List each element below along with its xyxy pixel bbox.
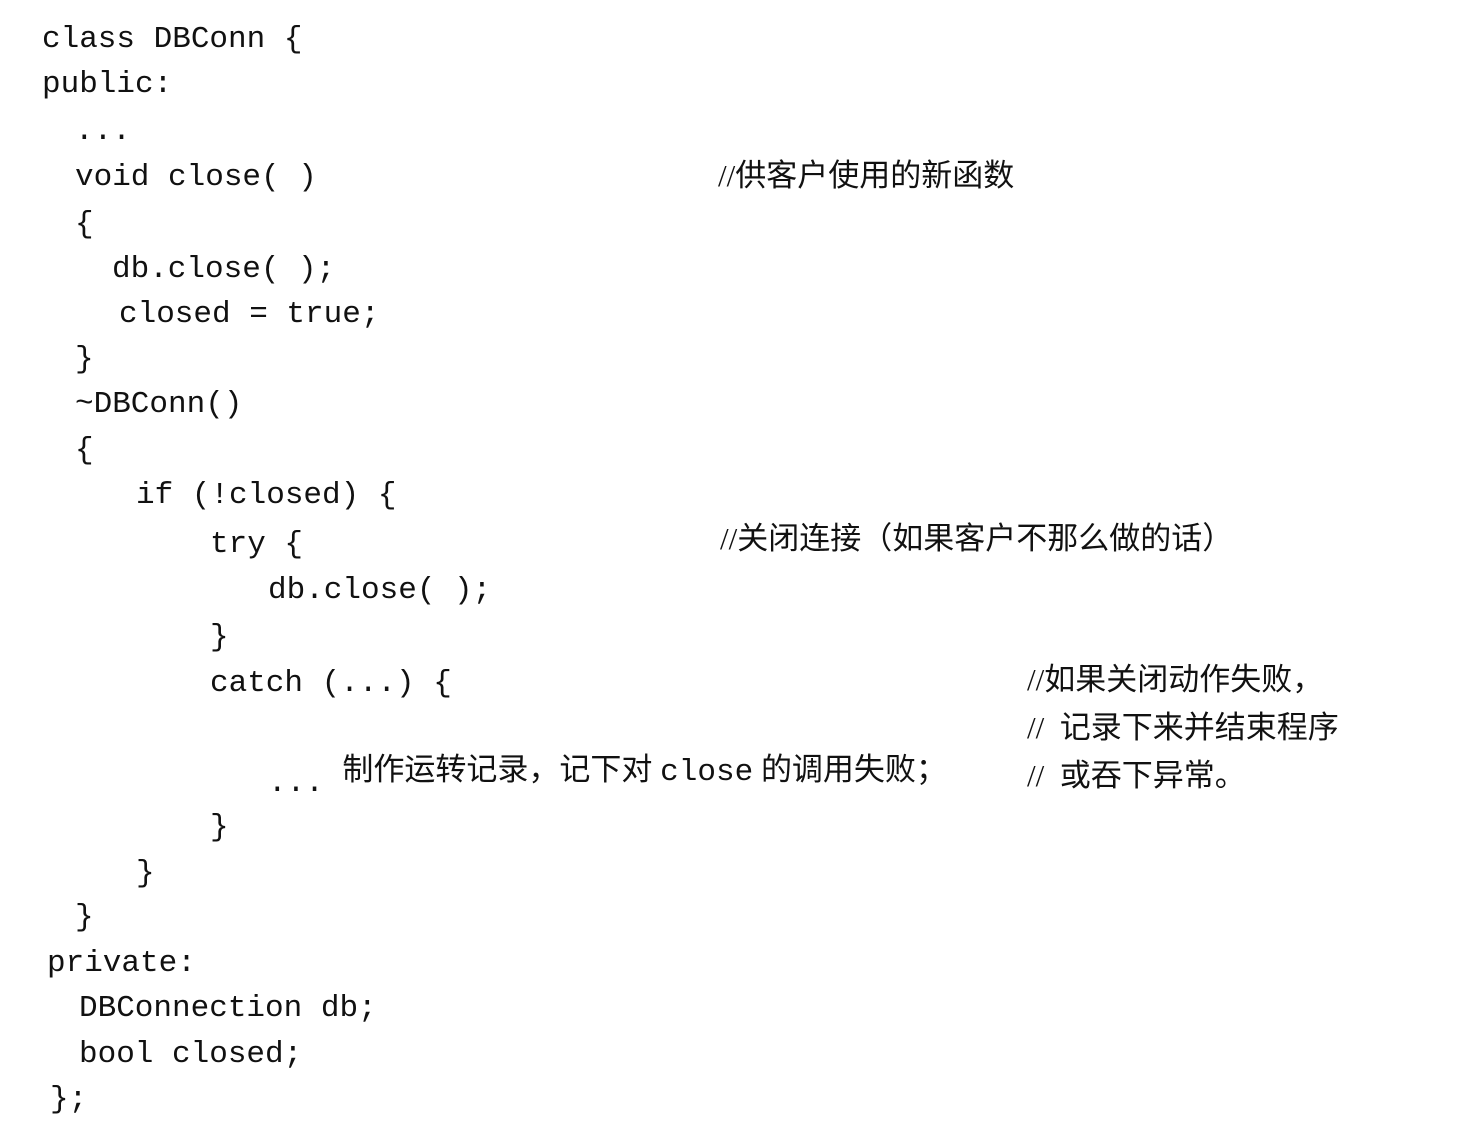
code-line-brace-close-3: } <box>210 810 229 845</box>
code-line-ellipsis-1: ... <box>75 114 131 149</box>
comment-if-close-fails: //如果关闭动作失败， <box>1027 662 1324 697</box>
code-line-bool-member: bool closed; <box>79 1037 303 1072</box>
comment-or-swallow: // 或吞下异常。 <box>1027 758 1246 793</box>
code-line-brace-open-2: { <box>75 433 94 468</box>
code-line-try: try { <box>210 527 304 562</box>
code-line-destructor: ~DBConn() <box>75 387 243 422</box>
code-line-catch: catch (...) { <box>210 666 452 701</box>
code-line-if-closed: if (!closed) { <box>136 478 397 513</box>
code-line-brace-close-2: } <box>210 620 229 655</box>
code-text-log-suffix: 的调用失败； <box>753 752 947 787</box>
code-line-closed-true: closed = true; <box>119 297 380 332</box>
code-line-brace-close-4: } <box>136 856 155 891</box>
code-keyword-close: close <box>660 755 754 790</box>
code-line-ellipsis-2: ... <box>268 766 324 801</box>
code-line-log-call-failure: 制作运转记录，记下对 close 的调用失败； <box>268 710 947 790</box>
code-line-brace-close-1: } <box>75 342 94 377</box>
code-line-void-close: void close( ) <box>75 160 317 195</box>
comment-close-connection: //关闭连接（如果客户不那么做的话） <box>720 521 1234 556</box>
code-line-brace-close-5: } <box>75 900 94 935</box>
code-text-log-prefix: 制作运转记录，记下对 <box>342 752 661 787</box>
code-line-db-close-1: db.close( ); <box>112 252 336 287</box>
comment-record-and-end: // 记录下来并结束程序 <box>1027 710 1339 745</box>
code-line-db-member: DBConnection db; <box>79 991 377 1026</box>
code-line-brace-open-1: { <box>75 207 94 242</box>
code-line-public: public: <box>42 67 173 102</box>
code-line-private: private: <box>47 946 196 981</box>
comment-new-function: //供客户使用的新函数 <box>718 158 1015 193</box>
code-line-db-close-2: db.close( ); <box>268 573 492 608</box>
code-line-class: class DBConn { <box>42 22 303 57</box>
code-line-class-end: }; <box>50 1082 88 1117</box>
